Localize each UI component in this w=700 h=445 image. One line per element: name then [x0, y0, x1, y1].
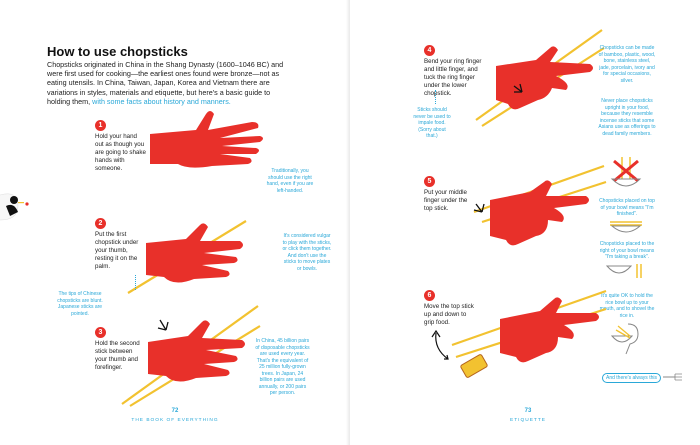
upright-chopsticks-bowl-icon: [610, 157, 642, 187]
hand-two-sticks-illustration: [121, 305, 261, 407]
note-disposable-pairs: In China, 45 billion pairs of disposable…: [255, 338, 310, 396]
hand-grip-food-illustration: [431, 289, 607, 378]
note-left-hand: Traditionally, you should use the right …: [266, 168, 314, 194]
note-materials: Chopsticks can be made of bamboo, plasti…: [598, 45, 656, 84]
eating-figure-icon: [0, 193, 29, 221]
step-1-number: 1: [95, 120, 106, 131]
hand-one-stick-illustration: [127, 220, 247, 294]
impale-connector: [435, 90, 436, 104]
note-impale: Sticks should never be used to impale fo…: [413, 107, 451, 139]
note-lift-bowl: It's quite OK to hold the rice bowl up t…: [599, 293, 655, 319]
left-footer-label: THE BOOK OF EVERYTHING: [131, 418, 219, 423]
step-5-text: Put your middle finger under the top sti…: [424, 189, 468, 213]
hand-ring-finger-illustration: [475, 29, 605, 127]
right-page: 4 Bend your ring finger and little finge…: [350, 0, 700, 445]
step-4-text: Bend your ring finger and little finger,…: [424, 58, 482, 98]
fork-icon: [663, 373, 682, 381]
intro-text: Chopsticks originated in China in the Sh…: [47, 60, 284, 106]
step-2-number: 2: [95, 218, 106, 229]
note-finished: Chopsticks placed on top of your bowl me…: [599, 198, 655, 217]
note-vulgar: It's considered vulgar to play with the …: [282, 233, 332, 272]
step-5-number: 5: [424, 176, 435, 187]
hand-open-illustration: [150, 111, 263, 168]
bowl-finished-icon: [610, 221, 642, 233]
note-chopstick-tips: The tips of Chinese chopsticks are blunt…: [57, 291, 103, 317]
step-6-number: 6: [424, 290, 435, 301]
bowl-break-icon: [605, 264, 642, 278]
person-lifting-bowl-icon: [610, 323, 639, 355]
step-3-number: 3: [95, 327, 106, 338]
left-page: How to use chopsticks Chopsticks origina…: [0, 44, 332, 423]
step-2-text: Put the first chopstick under your thumb…: [95, 231, 139, 271]
step-6-text: Move the top stick up and down to grip f…: [424, 303, 474, 327]
step-3-text: Hold the second stick between your thumb…: [95, 340, 140, 372]
hand-middle-finger-illustration: [473, 164, 607, 246]
intro-paragraph: Chopsticks originated in China in the Sh…: [47, 60, 287, 106]
step-4-number: 4: [424, 45, 435, 56]
note-upright: Never place chopsticks upright in your f…: [598, 98, 656, 137]
note-break: Chopsticks placed to the right of your b…: [599, 241, 655, 260]
right-footer-label: ETIQUETTE: [510, 418, 546, 423]
tips-connector: [135, 275, 136, 290]
left-page-number: 72: [171, 408, 179, 414]
page-title: How to use chopsticks: [47, 44, 188, 59]
right-page-number: 73: [524, 408, 532, 414]
intro-link[interactable]: with some facts about history and manner…: [92, 96, 231, 106]
step-1-text: Hold your hand out as though you are goi…: [95, 133, 146, 173]
note-always-this: And there's always this: [602, 373, 661, 383]
